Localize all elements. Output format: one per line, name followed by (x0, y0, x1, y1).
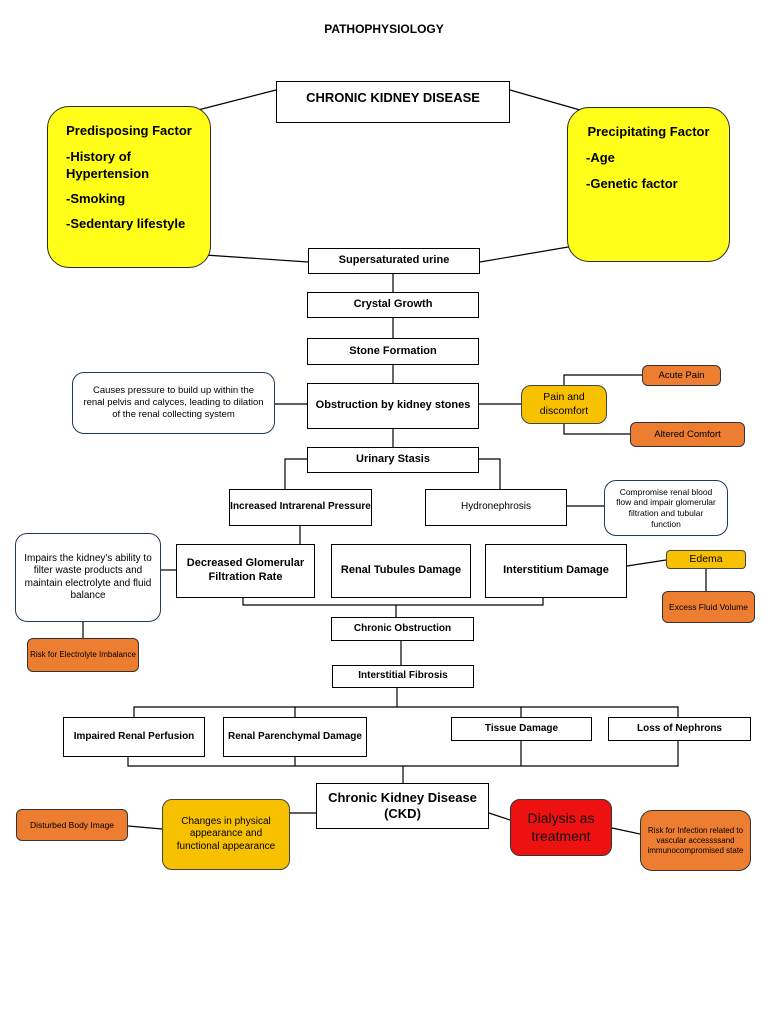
predisposing-heading: Predisposing Factor (66, 123, 192, 138)
predisposing-item: -Smoking (66, 190, 126, 206)
ckd-bottom-box: Chronic Kidney Disease (CKD) (316, 783, 489, 829)
crystal-growth-box: Crystal Growth (307, 292, 479, 318)
edema-box: Edema (666, 550, 746, 569)
precipitating-item: -Genetic factor (586, 175, 678, 191)
risk-electrolyte-box: Risk for Electrolyte Imbalance (27, 638, 139, 672)
interstitium-damage-box: Interstitium Damage (485, 544, 627, 598)
pain-discomfort-box: Pain and discomfort (521, 385, 607, 424)
renal-blood-note: Compromise renal blood flow and impair g… (604, 480, 728, 536)
interstitial-fibrosis-box: Interstitial Fibrosis (332, 665, 474, 688)
renal-parenchymal-damage-box: Renal Parenchymal Damage (223, 717, 367, 757)
precipitating-heading: Precipitating Factor (587, 124, 710, 139)
ckd-top-box: CHRONIC KIDNEY DISEASE (276, 81, 510, 123)
obstruction-kidney-stones-box: Obstruction by kidney stones (307, 383, 479, 429)
tissue-damage-box: Tissue Damage (451, 717, 592, 741)
impaired-renal-perfusion-box: Impaired Renal Perfusion (63, 717, 205, 757)
altered-comfort-box: Altered Comfort (630, 422, 745, 447)
decreased-gfr-box: Decreased Glomerular Filtration Rate (176, 544, 315, 598)
dialysis-treatment-box: Dialysis as treatment (510, 799, 612, 856)
predisposing-factor-box: Predisposing Factor -History of Hyperten… (47, 106, 211, 268)
excess-fluid-volume-box: Excess Fluid Volume (662, 591, 755, 623)
gfr-note: Impairs the kidney's ability to filter w… (15, 533, 161, 622)
precipitating-item: -Age (586, 150, 615, 166)
precipitating-factor-box: Precipitating Factor -Age -Genetic facto… (567, 107, 730, 262)
page-title: PATHOPHYSIOLOGY (324, 22, 444, 36)
supersaturated-urine-box: Supersaturated urine (308, 248, 480, 274)
increased-intrarenal-pressure-box: Increased Intrarenal Pressure (229, 489, 372, 526)
disturbed-body-image-box: Disturbed Body Image (16, 809, 128, 841)
renal-tubules-damage-box: Renal Tubules Damage (331, 544, 471, 598)
hydronephrosis-box: Hydronephrosis (425, 489, 567, 526)
stone-formation-box: Stone Formation (307, 338, 479, 365)
predisposing-item: -Sedentary lifestyle (66, 216, 186, 231)
changes-appearance-box: Changes in physical appearance and funct… (162, 799, 290, 870)
urinary-stasis-box: Urinary Stasis (307, 447, 479, 473)
risk-infection-box: Risk for Infection related to vascular a… (640, 810, 751, 871)
pressure-note: Causes pressure to build up within the r… (72, 372, 275, 434)
chronic-obstruction-box: Chronic Obstruction (331, 617, 474, 641)
acute-pain-box: Acute Pain (642, 365, 721, 386)
loss-of-nephrons-box: Loss of Nephrons (608, 717, 751, 741)
predisposing-item: -History of Hypertension (66, 149, 150, 181)
